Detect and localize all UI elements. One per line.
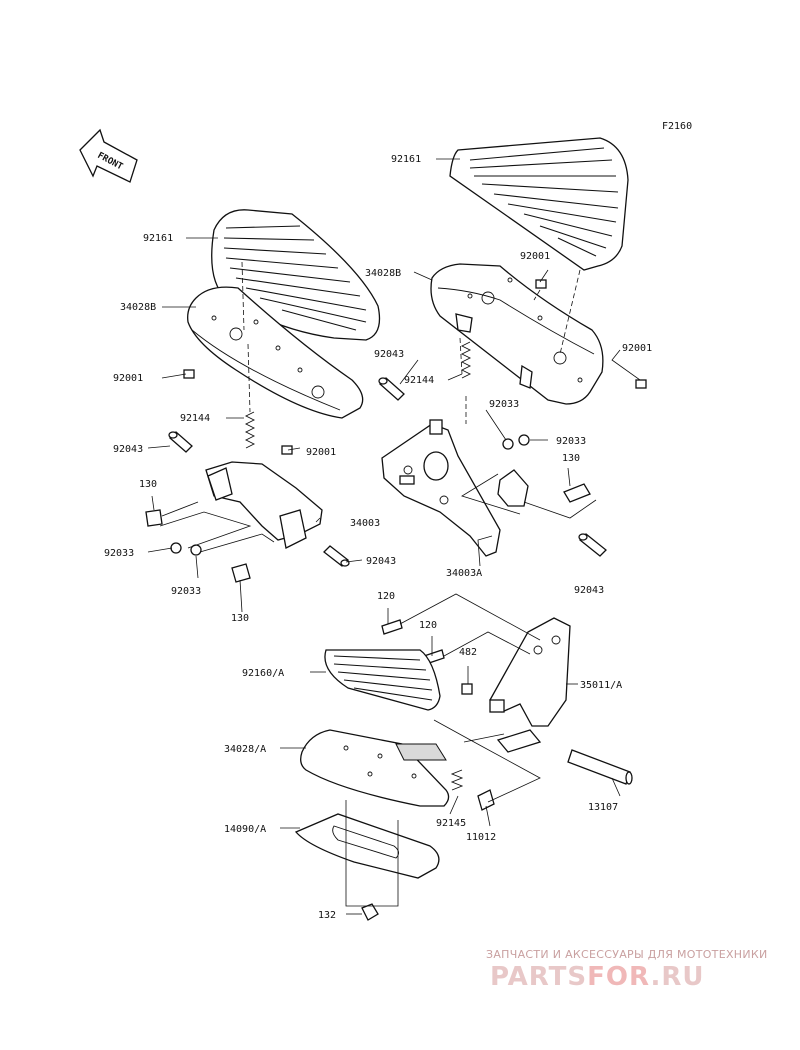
label-34003A: 34003A <box>446 568 482 579</box>
label-92033-a: 92033 <box>489 399 519 410</box>
leader-lines <box>147 158 641 915</box>
rubber-14090A <box>294 813 440 879</box>
label-132: 132 <box>318 910 336 921</box>
watermark-logo-c: .RU <box>650 962 705 992</box>
label-482: 482 <box>459 647 477 658</box>
pin-92043-right-upper <box>378 377 405 401</box>
label-92033-d: 92033 <box>171 586 201 597</box>
watermark-tagline: ЗАПЧАСТИ И АКСЕССУАРЫ ДЛЯ МОТОТЕХНИКИ <box>486 948 768 961</box>
spring-92145 <box>450 769 464 791</box>
label-92144-a: 92144 <box>404 375 434 386</box>
footboard-plate-left <box>187 286 364 419</box>
label-92001-a: 92001 <box>520 251 550 262</box>
spring-92144-right <box>460 341 472 379</box>
part-labels: 92161 92161 92001 34028B 34028B 92001 92… <box>104 154 652 921</box>
nut-132 <box>361 903 379 921</box>
label-130-a: 130 <box>562 453 580 464</box>
front-arrow-icon: FRONT <box>79 128 138 183</box>
label-35011A: 35011/A <box>580 680 622 691</box>
label-92160A: 92160/A <box>242 668 284 679</box>
label-92145: 92145 <box>436 818 466 829</box>
label-14090A: 14090/A <box>224 824 266 835</box>
label-92033-c: 92033 <box>104 548 134 559</box>
pivot-block-right <box>497 469 529 507</box>
label-92043-a: 92043 <box>374 349 404 360</box>
pin-92043-left-upper <box>168 431 193 453</box>
label-92043-c: 92043 <box>366 556 396 567</box>
label-130-c: 130 <box>231 613 249 624</box>
bolt-130-left-a <box>145 501 199 527</box>
footboard-plate-passenger <box>300 729 450 807</box>
bolt-92001-right-b <box>635 379 647 389</box>
bolt-120-a <box>381 619 403 635</box>
bolt-130-left-b <box>231 563 251 583</box>
label-34028A: 34028/A <box>224 744 266 755</box>
pin-92043-right-lower <box>578 533 607 557</box>
label-34003: 34003 <box>350 518 380 529</box>
footboard-mat-right <box>449 137 629 271</box>
pin-92043-left-lower <box>323 545 350 567</box>
bolt-92001-left-b <box>281 445 293 455</box>
label-92144-b: 92144 <box>180 413 210 424</box>
watermark-logo-a: PARTS <box>490 962 588 992</box>
label-92043-b: 92043 <box>113 444 143 455</box>
bracket-34003 <box>205 461 323 549</box>
assembly-dashed-lines <box>241 261 581 424</box>
bracket-34003A <box>381 419 501 557</box>
spring-92144-left <box>244 411 256 449</box>
label-120-b: 120 <box>419 620 437 631</box>
label-92033-b: 92033 <box>556 436 586 447</box>
bracket-35011A <box>489 617 571 753</box>
label-92161-right: 92161 <box>391 154 421 165</box>
footboard-mat-passenger <box>324 649 441 711</box>
pin-13107 <box>567 749 633 785</box>
label-92043-d: 92043 <box>574 585 604 596</box>
label-130-b: 130 <box>139 479 157 490</box>
label-13107: 13107 <box>588 802 618 813</box>
footboard-plate-right <box>430 263 604 405</box>
label-92161-left: 92161 <box>143 233 173 244</box>
label-92001-d: 92001 <box>306 447 336 458</box>
figure-code: F2160 <box>662 121 692 132</box>
washer-92033-right <box>502 434 530 450</box>
bolt-130-right <box>563 483 591 503</box>
watermark-logo-b: FOR <box>587 962 651 992</box>
label-92001-b: 92001 <box>622 343 652 354</box>
label-92001-c: 92001 <box>113 373 143 384</box>
label-120-a: 120 <box>377 591 395 602</box>
label-34028B-left: 34028B <box>120 302 156 313</box>
nut-482 <box>461 683 473 695</box>
label-11012: 11012 <box>466 832 496 843</box>
label-34028B-right: 34028B <box>365 268 401 279</box>
collar-11012 <box>477 789 495 811</box>
watermark-logo: PARTSFOR.RU <box>490 962 705 992</box>
